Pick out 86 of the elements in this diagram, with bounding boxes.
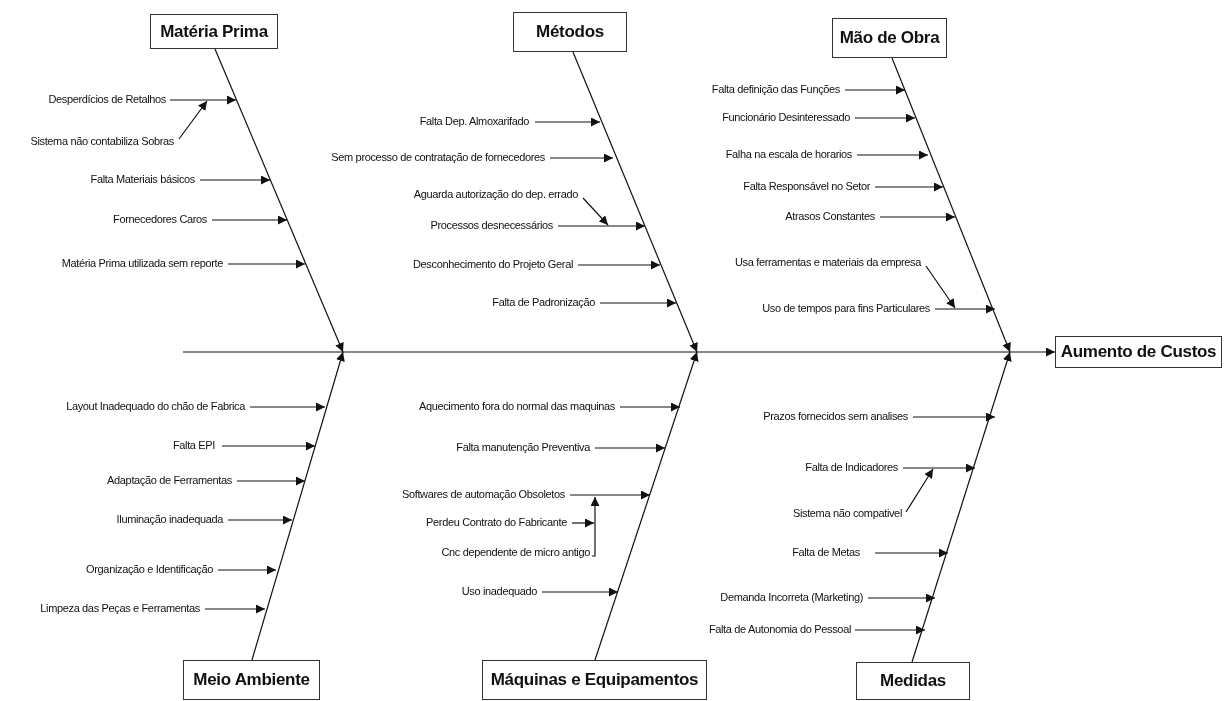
- cause-label: Usa ferramentas e materiais da empresa: [735, 256, 921, 269]
- arrow: [856, 150, 929, 160]
- arrow: [169, 95, 237, 105]
- arrow: [217, 565, 277, 575]
- cause-label: Iluminação inadequada: [116, 513, 223, 526]
- arrow: [925, 265, 956, 309]
- arrow: [582, 197, 609, 226]
- cause-label: Uso inadequado: [461, 585, 537, 598]
- cause-label: Falta de Autonomia do Pessoal: [708, 623, 851, 636]
- spine-arrow: [182, 347, 1056, 357]
- cause-label: Falta Responsável no Setor: [743, 180, 870, 193]
- arrow: [534, 117, 601, 127]
- category-box: Máquinas e Equipamentos: [482, 660, 707, 700]
- cause-label: Falta manutenção Preventiva: [456, 441, 590, 454]
- bone-arrow: [251, 351, 345, 661]
- bone-arrow: [911, 351, 1012, 663]
- arrow: [879, 212, 956, 222]
- arrow: [577, 260, 661, 270]
- cause-label: Cnc dependente de micro antigo: [441, 546, 590, 559]
- cause-label: Falta de Metas: [792, 546, 860, 559]
- arrow: [934, 304, 996, 314]
- arrow: [599, 298, 677, 308]
- arrow: [199, 175, 271, 185]
- bone-arrow: [214, 48, 344, 353]
- category-box: Métodos: [513, 12, 627, 52]
- cause-label: Perdeu Contrato do Fabricante: [426, 516, 567, 529]
- arrow: [867, 593, 936, 603]
- arrow: [236, 476, 306, 486]
- cause-label: Funcionário Desinteressado: [722, 111, 850, 124]
- cause-label: Softwares de automação Obsoletos: [401, 488, 565, 501]
- cause-label: Falta Dep. Almoxarifado: [419, 115, 529, 128]
- cause-label: Organização e Identificação: [86, 563, 213, 576]
- arrow: [619, 402, 681, 412]
- arrow: [874, 548, 949, 558]
- cause-label: Adaptação de Ferramentas: [107, 474, 232, 487]
- cause-label: Matéria Prima utilizada sem reporte: [61, 257, 223, 270]
- arrow: [249, 402, 326, 412]
- arrow: [594, 443, 666, 453]
- category-box: Meio Ambiente: [183, 660, 320, 700]
- bone-arrow: [572, 51, 698, 353]
- arrow: [905, 468, 934, 513]
- cause-label: Falta EPI: [172, 439, 215, 452]
- cause-label: Falha na escala de horarios: [725, 148, 852, 161]
- cause-label: Layout Inadequado do chão de Fabrica: [66, 400, 245, 413]
- cause-label: Prazos fornecidos sem analises: [763, 410, 908, 423]
- cause-label: Limpeza das Peças e Ferramentas: [40, 602, 200, 615]
- arrow: [178, 100, 208, 140]
- arrow: [569, 490, 651, 500]
- arrow: [204, 604, 266, 614]
- arrow: [211, 215, 288, 225]
- arrow: [549, 153, 614, 163]
- arrow: [227, 259, 306, 269]
- cause-label: Sistema não contabiliza Sobras: [30, 135, 174, 148]
- cause-label: Uso de tempos para fins Particulares: [762, 302, 930, 315]
- arrow: [854, 113, 916, 123]
- bone-arrow: [891, 57, 1011, 353]
- arrow: [590, 496, 600, 557]
- arrow: [844, 85, 906, 95]
- effect-box: Aumento de Custos: [1055, 336, 1222, 368]
- category-box: Medidas: [856, 662, 970, 700]
- cause-label: Sem processo de contratação de fornecedores: [331, 151, 545, 164]
- arrow: [571, 518, 595, 528]
- cause-label: Sistema não compativel: [792, 507, 902, 520]
- arrow: [854, 625, 926, 635]
- cause-label: Falta Materiais básicos: [90, 173, 195, 186]
- cause-label: Fornecedores Caros: [113, 213, 207, 226]
- cause-label: Demanda Incorreta (Marketing): [720, 591, 863, 604]
- cause-label: Falta de Indicadores: [805, 461, 898, 474]
- arrow: [541, 587, 619, 597]
- cause-label: Falta definição das Funções: [711, 83, 840, 96]
- arrow: [557, 221, 646, 231]
- cause-label: Desconhecimento do Projeto Geral: [413, 258, 573, 271]
- cause-label: Aquecimento fora do normal das maquinas: [418, 400, 615, 413]
- bone-arrow: [594, 351, 699, 661]
- arrow: [902, 463, 976, 473]
- cause-label: Atrasos Constantes: [785, 210, 875, 223]
- arrow: [874, 182, 944, 192]
- cause-label: Processos desnecessários: [430, 219, 553, 232]
- arrow: [227, 515, 293, 525]
- category-box: Mão de Obra: [832, 18, 947, 58]
- cause-label: Desperdícios de Retalhos: [48, 93, 166, 106]
- cause-label: Falta de Padronização: [492, 296, 595, 309]
- cause-label: Aguarda autorização do dep. errado: [413, 188, 578, 201]
- category-box: Matéria Prima: [150, 14, 278, 49]
- arrow: [221, 441, 316, 451]
- arrow: [912, 412, 996, 422]
